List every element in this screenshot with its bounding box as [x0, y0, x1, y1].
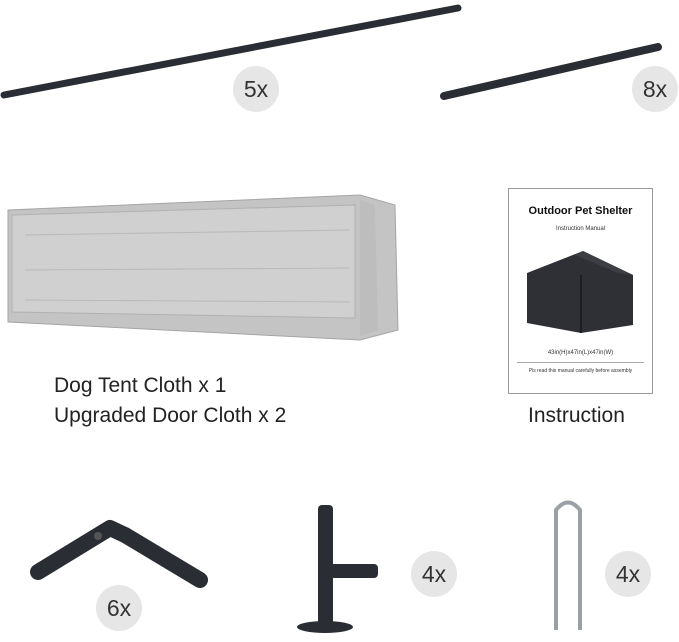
cloth-label-line1: Dog Tent Cloth x 1: [54, 374, 227, 397]
t-connector-qty-badge: 4x: [411, 551, 457, 597]
long-pole-qty-badge: 5x: [233, 66, 279, 112]
manual-note: Pls read this manual carefully before as…: [528, 368, 633, 374]
manual-divider: [517, 362, 644, 363]
cloth-label-line2: Upgraded Door Cloth x 2: [54, 404, 287, 427]
manual-title: Outdoor Pet Shelter: [528, 205, 633, 217]
instruction-manual: Outdoor Pet Shelter Instruction Manual 4…: [508, 188, 653, 394]
tent-cloth: [7, 194, 399, 341]
instruction-label: Instruction: [528, 404, 625, 427]
shelter-image: [527, 251, 633, 333]
short-pole-qty-badge: 8x: [632, 66, 678, 112]
stake-qty-badge: 4x: [605, 551, 651, 597]
manual-dimensions: 43in(H)x47in(L)x47in(W): [547, 350, 614, 356]
elbow-qty-badge: 6x: [96, 585, 142, 631]
long-pole: [0, 4, 462, 99]
short-pole: [440, 43, 662, 100]
t-connector: [297, 505, 378, 633]
ground-stake: [554, 500, 582, 630]
elbow-connector: [30, 520, 208, 588]
manual-subtitle: Instruction Manual: [555, 226, 606, 232]
